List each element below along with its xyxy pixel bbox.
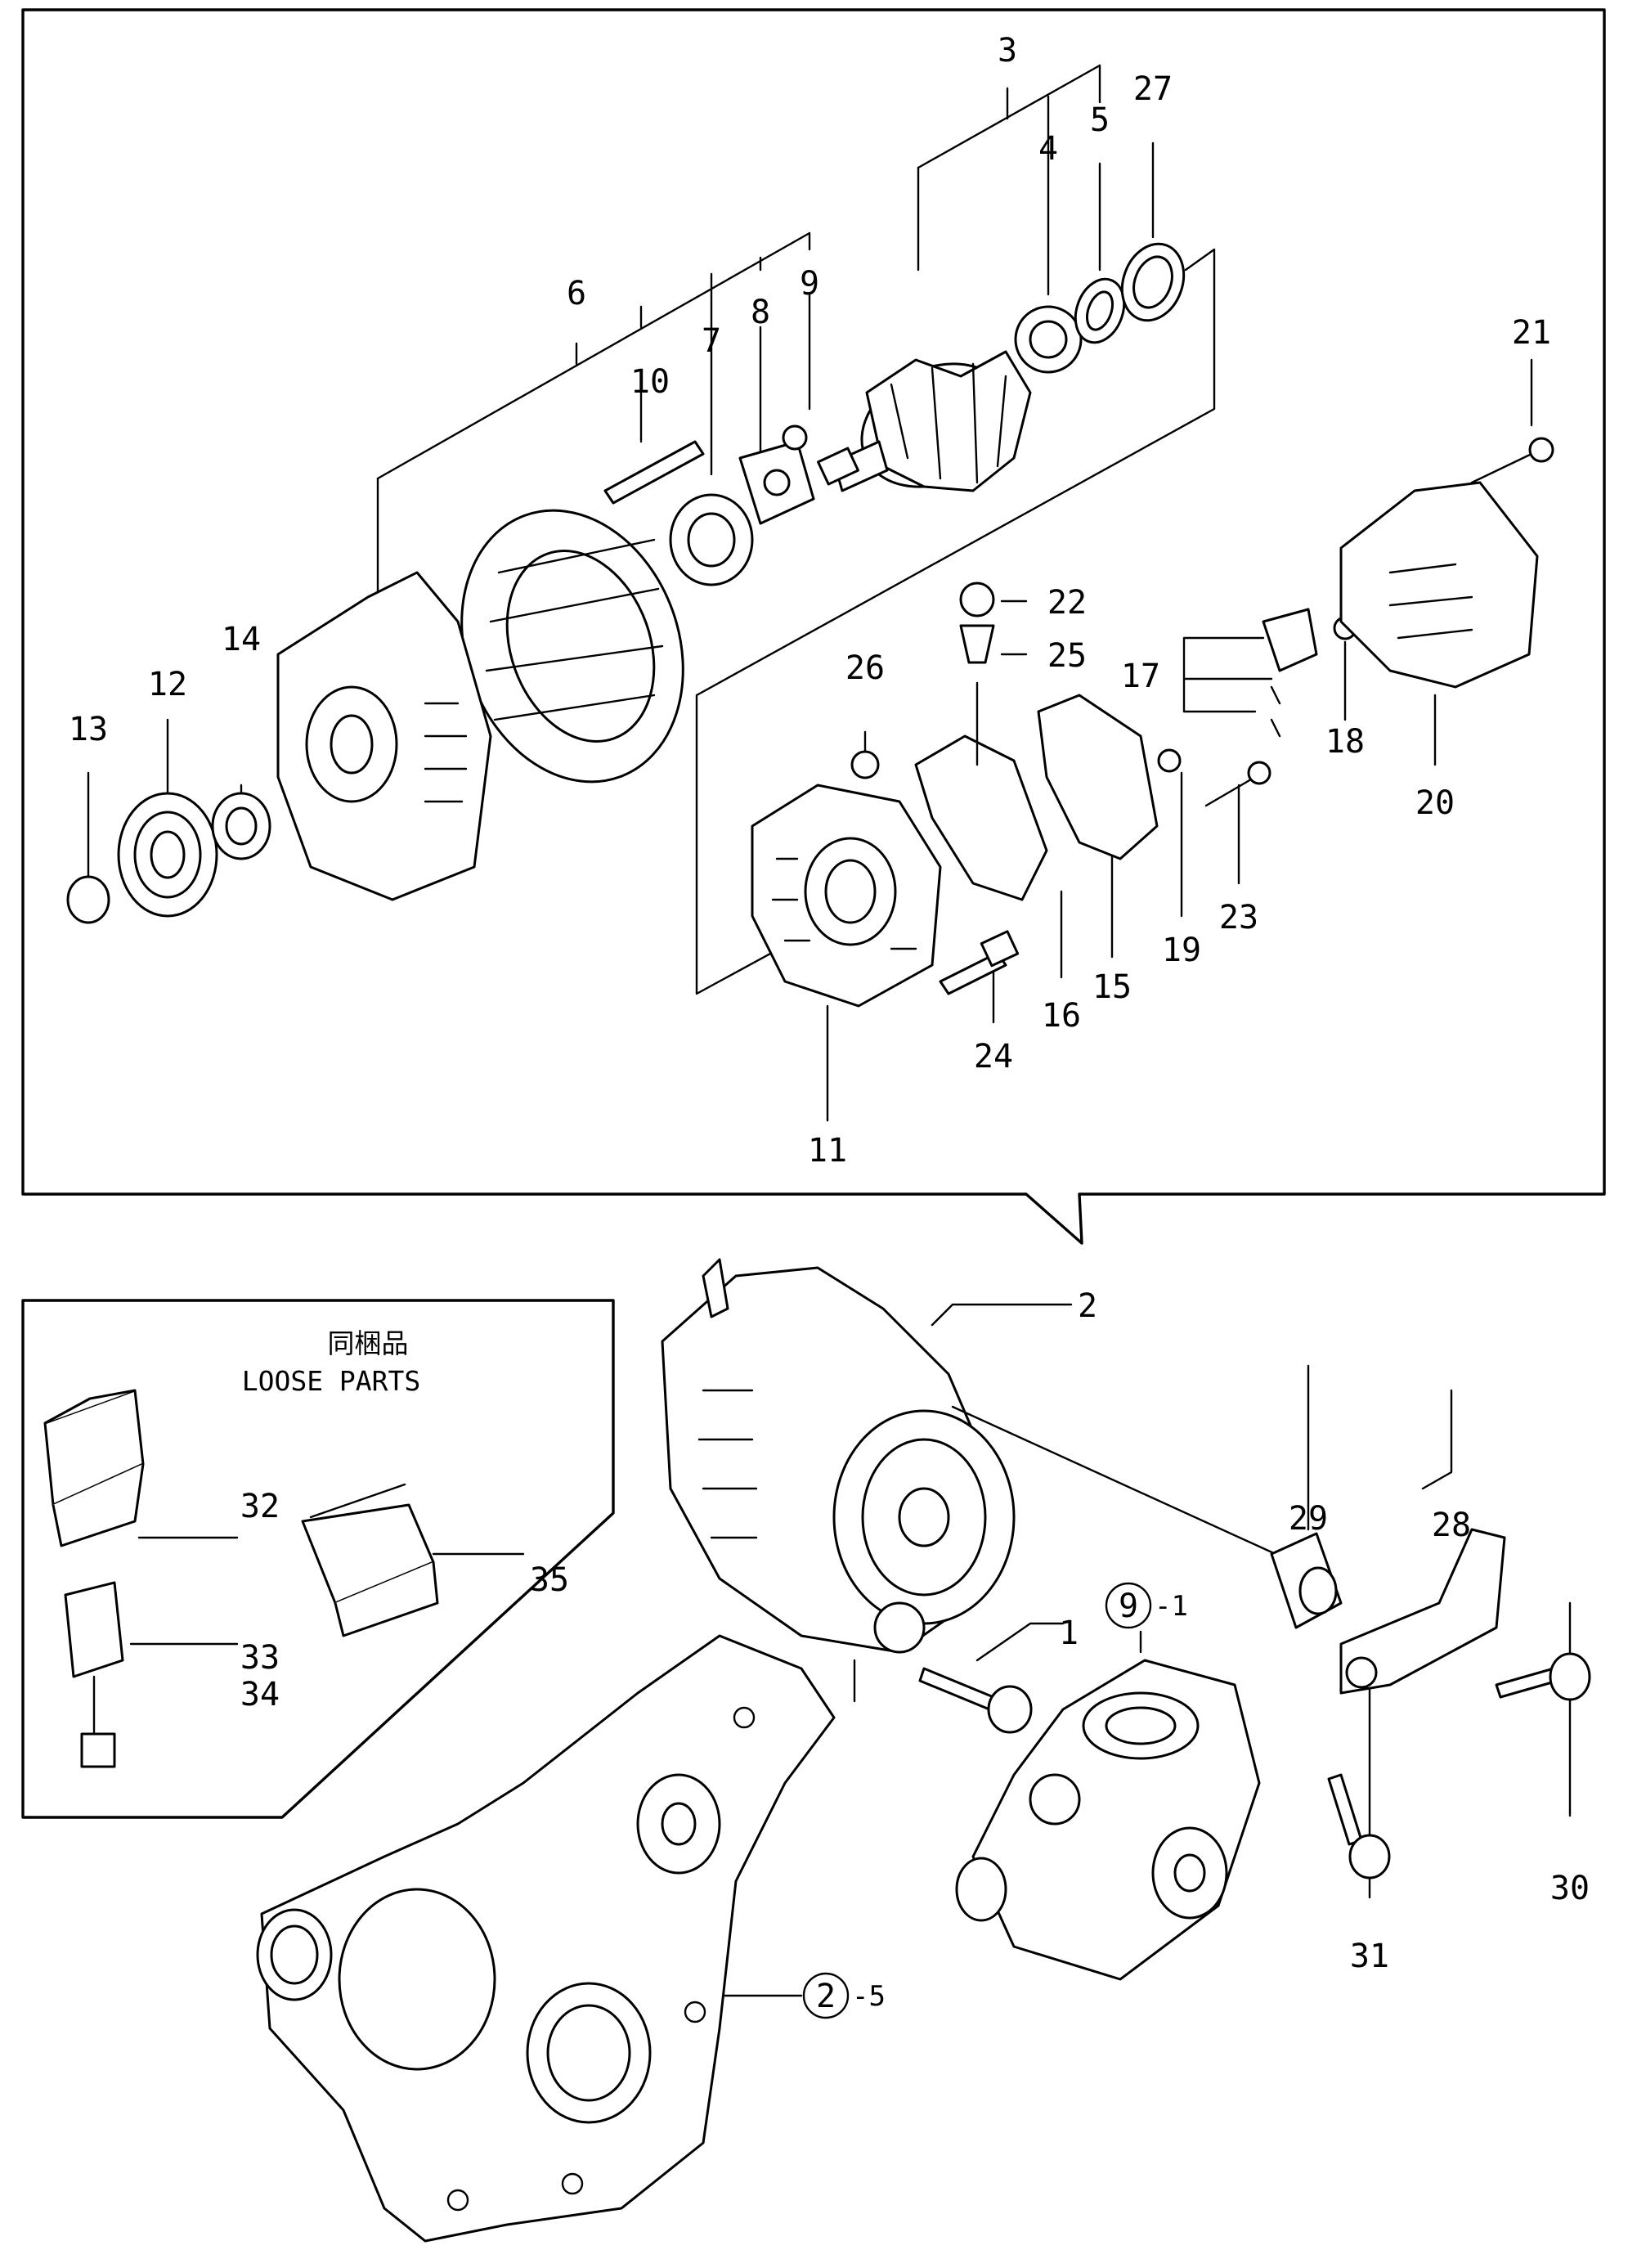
callout-3: 3 (998, 32, 1017, 70)
bolt-21 (1470, 437, 1554, 484)
callout-4: 4 (1038, 130, 1058, 168)
svg-text:-1: -1 (1155, 1590, 1188, 1623)
ring-5 (1074, 277, 1126, 344)
collar-14 (211, 792, 271, 860)
bolt-23 (1204, 761, 1271, 807)
callout-35: 35 (530, 1561, 569, 1599)
bearing-4 (1014, 305, 1083, 374)
callout-labels: 1 2 3 4 5 6 7 8 9 10 11 12 13 14 15 16 1… (69, 32, 1590, 1975)
callout-28: 28 (1432, 1507, 1471, 1544)
svg-text:9: 9 (1119, 1588, 1138, 1625)
screw-19 (1157, 748, 1182, 773)
callout-10: 10 (630, 363, 670, 401)
water-pump (955, 1659, 1261, 1981)
callout-23: 23 (1219, 899, 1258, 936)
callout-27: 27 (1133, 70, 1173, 108)
callout-18: 18 (1325, 723, 1365, 761)
callout-5: 5 (1090, 101, 1110, 139)
loose-parts-frame (21, 1299, 615, 1819)
gear-case-cover (256, 1634, 836, 2243)
callout-14: 14 (222, 621, 261, 658)
callout-32: 32 (240, 1488, 280, 1525)
plate-8 (738, 440, 815, 525)
callout-1: 1 (1059, 1615, 1079, 1652)
loose-parts-title-en: LOOSE PARTS (242, 1365, 421, 1397)
stud-25-nut-22 (959, 582, 995, 766)
alternator-assembly-2 (661, 1258, 1016, 1654)
callout-22: 22 (1047, 584, 1087, 622)
circled-ref-2: 2 -5 (802, 1972, 886, 2019)
callout-12: 12 (148, 666, 187, 703)
cover-27 (1120, 242, 1186, 322)
leader-lines (87, 64, 1533, 1122)
pulley-12 (117, 792, 218, 918)
rear-cover-20 (1339, 481, 1539, 689)
bearing-7 (669, 493, 754, 586)
rectifier-16 (914, 734, 1048, 901)
stud-10 (603, 440, 705, 505)
bolt-31 (1327, 1773, 1391, 1880)
callout-34: 34 (240, 1676, 280, 1713)
callout-20: 20 (1415, 784, 1455, 822)
bolt-24 (939, 930, 1020, 995)
callout-6: 6 (567, 275, 586, 312)
loose-parts-title-jp: 同梱品 (328, 1327, 409, 1359)
callout-9: 9 (800, 265, 819, 303)
callout-13: 13 (69, 711, 108, 748)
front-bracket (276, 571, 492, 901)
callout-30: 30 (1550, 1870, 1590, 1907)
callout-25: 25 (1047, 637, 1087, 675)
callout-31: 31 (1350, 1938, 1389, 1975)
callout-24: 24 (974, 1038, 1013, 1076)
bolt-1 (918, 1667, 1033, 1734)
relay-32 (43, 1389, 145, 1547)
rotor-assembly (817, 350, 1032, 492)
circled-ref-9: 9 -1 (1105, 1582, 1188, 1629)
callout-2: 2 (1078, 1287, 1097, 1325)
bushing-29 (1270, 1532, 1343, 1629)
brush-holder-17 (1262, 608, 1318, 738)
screw-9 (782, 424, 808, 451)
rear-bracket-11 (751, 784, 942, 1008)
callout-16: 16 (1042, 997, 1081, 1035)
bolt-30 (1495, 1652, 1591, 1701)
callout-29: 29 (1289, 1500, 1328, 1538)
callout-33: 33 (240, 1639, 280, 1677)
nut-26 (850, 750, 880, 779)
relay-35 (301, 1483, 439, 1637)
callout-8: 8 (751, 294, 770, 331)
callout-17: 17 (1121, 658, 1160, 695)
nut-13 (66, 875, 110, 924)
callout-19: 19 (1162, 932, 1201, 969)
stay-28 (1339, 1528, 1506, 1695)
svg-text:2: 2 (816, 1978, 836, 2015)
callout-7: 7 (702, 322, 721, 360)
callout-15: 15 (1092, 968, 1132, 1006)
callout-11: 11 (808, 1132, 847, 1170)
sensor-33-34 (64, 1581, 124, 1768)
regulator-15 (1037, 694, 1159, 860)
detail-frame (21, 8, 1606, 1245)
callout-26: 26 (845, 649, 885, 687)
svg-text:-5: -5 (852, 1980, 886, 2013)
callout-21: 21 (1512, 314, 1551, 352)
